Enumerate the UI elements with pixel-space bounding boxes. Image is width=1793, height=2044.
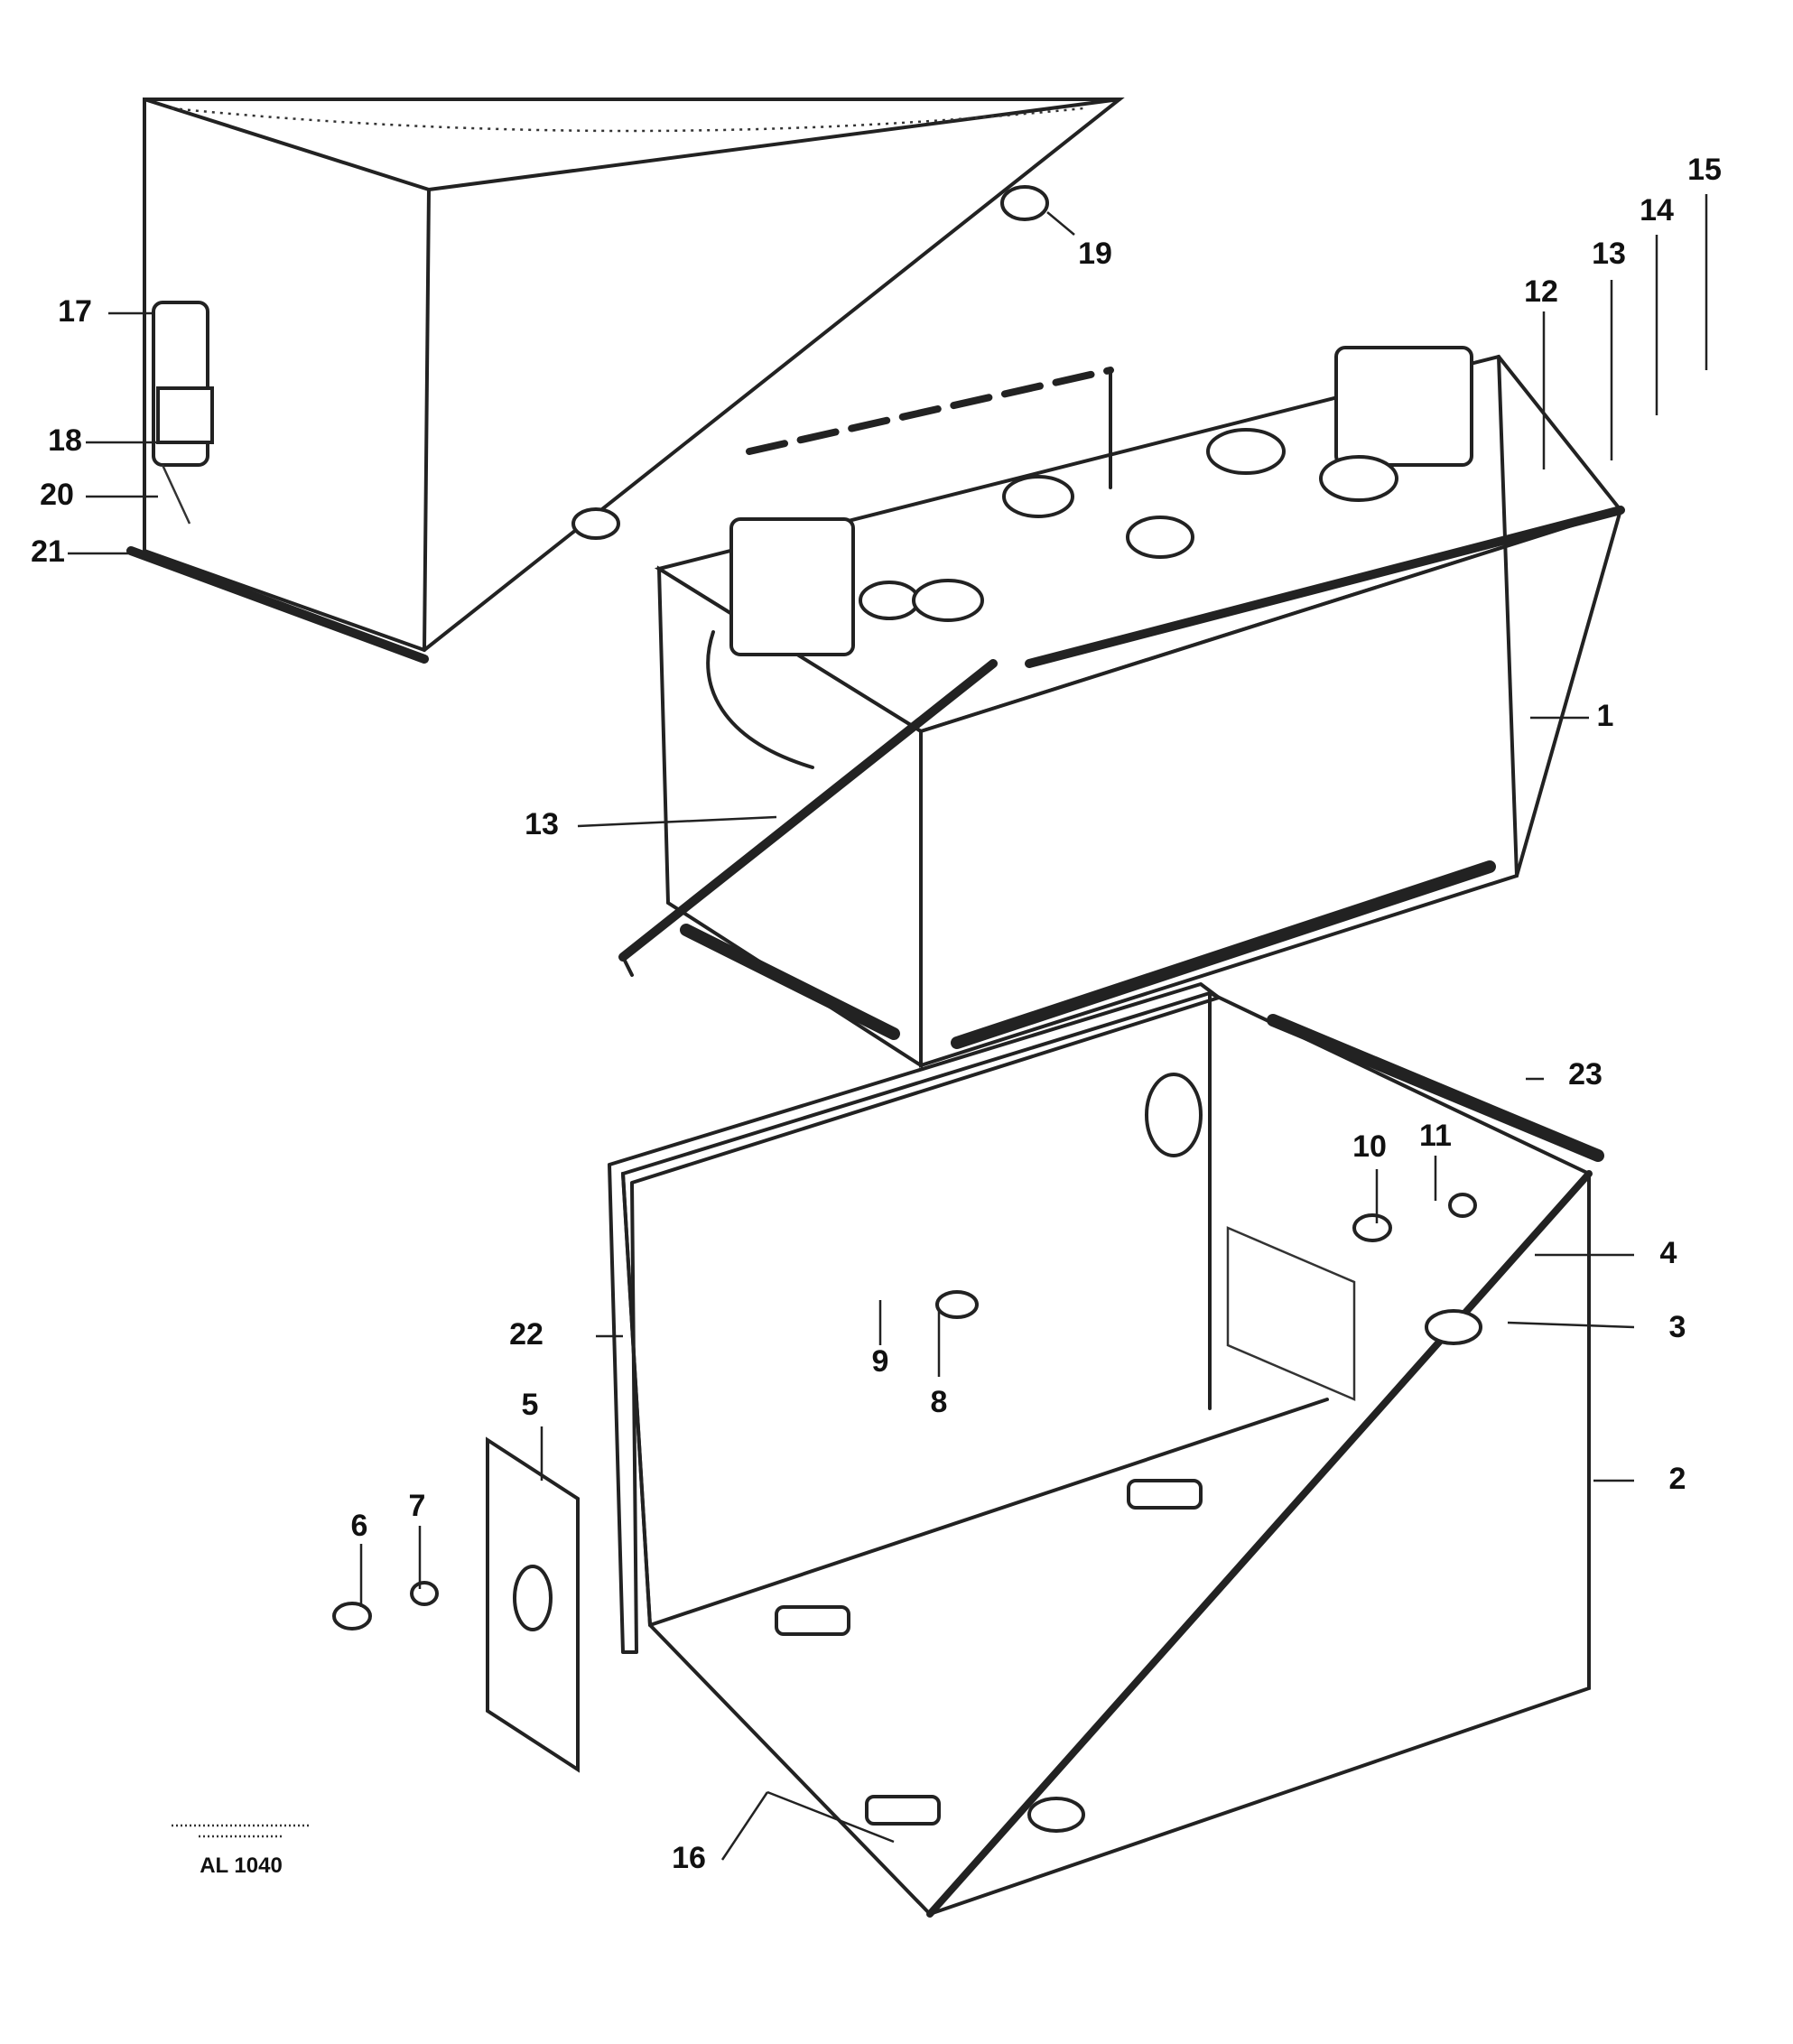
battery [618,346,1625,1069]
callout-7: 7 [409,1489,426,1523]
callout-4: 4 [1660,1236,1677,1270]
battery-cover [126,98,1125,664]
callout-13-left: 13 [525,807,559,841]
callout-9: 9 [872,1344,889,1379]
callout-14: 14 [1640,193,1674,228]
reference-code: AL 1040 [200,1854,283,1878]
callout-16: 16 [672,1841,706,1875]
callout-19: 19 [1078,237,1112,271]
callout-18: 18 [48,423,82,458]
callout-labels: 1 2 3 4 5 6 7 8 9 10 11 12 13 13 14 15 1… [31,153,1722,1875]
callout-17: 17 [58,294,92,329]
leader-lines [68,194,1708,1861]
callout-20: 20 [40,478,74,512]
callout-15: 15 [1687,153,1722,187]
callout-10: 10 [1352,1129,1387,1164]
callout-2: 2 [1669,1462,1686,1496]
callout-23: 23 [1568,1057,1603,1092]
callout-3: 3 [1669,1310,1686,1344]
callout-6: 6 [351,1509,368,1543]
reference-stamp: AL 1040 [172,1824,311,1878]
callout-13-top: 13 [1592,237,1626,271]
battery-box [332,982,1604,1918]
callout-5: 5 [522,1388,539,1422]
callout-21: 21 [31,534,65,569]
callout-22: 22 [509,1317,543,1352]
callout-1: 1 [1597,699,1614,733]
callout-12: 12 [1524,274,1558,309]
callout-8: 8 [931,1385,948,1419]
callout-11: 11 [1419,1119,1452,1153]
